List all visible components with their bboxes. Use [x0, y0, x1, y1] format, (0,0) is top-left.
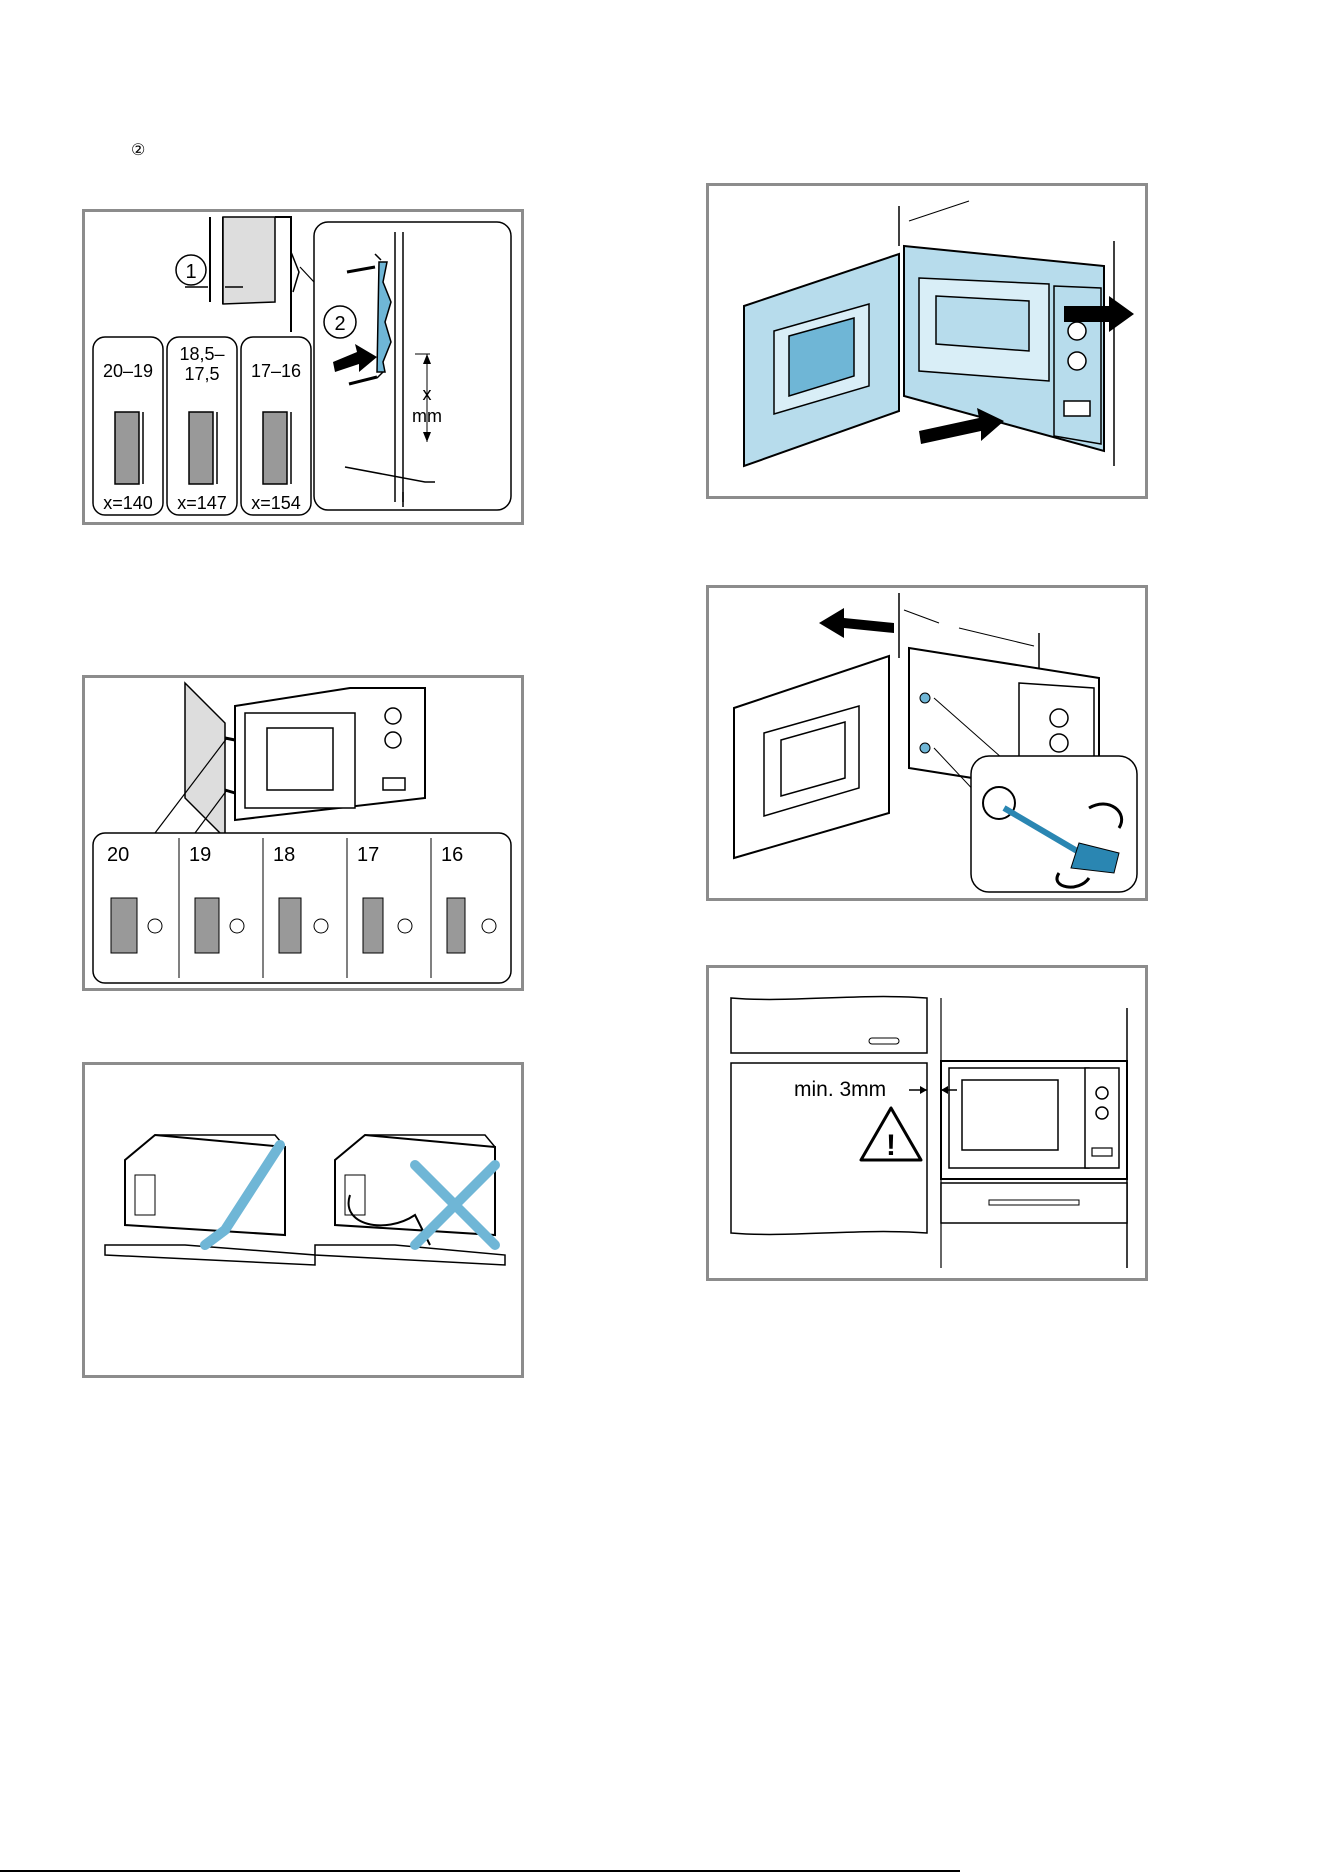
- svg-text:!: !: [886, 1129, 896, 1162]
- x-value: x=140: [103, 493, 153, 513]
- mm-label: mm: [412, 406, 442, 426]
- thickness-option-2: 18,5– 17,5 x=147: [167, 337, 237, 515]
- x-value: x=154: [251, 493, 301, 513]
- figure-insert-microwave: [706, 183, 1148, 499]
- spacer-20: 20: [107, 844, 129, 866]
- callout-1: 1: [185, 261, 196, 283]
- range-label: 18,5–: [179, 344, 224, 364]
- range-label-line2: 17,5: [184, 364, 219, 384]
- spacer-18: 18: [273, 844, 295, 866]
- spacer-19: 19: [189, 844, 211, 866]
- thickness-option-1: 20–19 x=140: [93, 337, 163, 515]
- range-label: 17–16: [251, 361, 301, 381]
- x-value: x=147: [177, 493, 227, 513]
- figure-cable-routing: [82, 1062, 524, 1378]
- figure-fasten-screws: [706, 585, 1148, 901]
- figure-min-gap: min. 3mm !: [706, 965, 1148, 1281]
- circled-marker: ②: [131, 140, 145, 160]
- figure-hinge-spacers: 20 19 18 17 16: [82, 675, 524, 991]
- x-label: x: [423, 384, 432, 404]
- callout-2: 2: [334, 313, 345, 335]
- spacer-17: 17: [357, 844, 379, 866]
- spacer-16: 16: [441, 844, 463, 866]
- range-label: 20–19: [103, 361, 153, 381]
- thickness-option-3: 17–16 x=154: [241, 337, 311, 515]
- figure-bracket-position: 1 2 x mm 20–19 x=140 18,5– 17,5 x=147 17…: [82, 209, 524, 525]
- min-gap-label: min. 3mm: [794, 1078, 886, 1101]
